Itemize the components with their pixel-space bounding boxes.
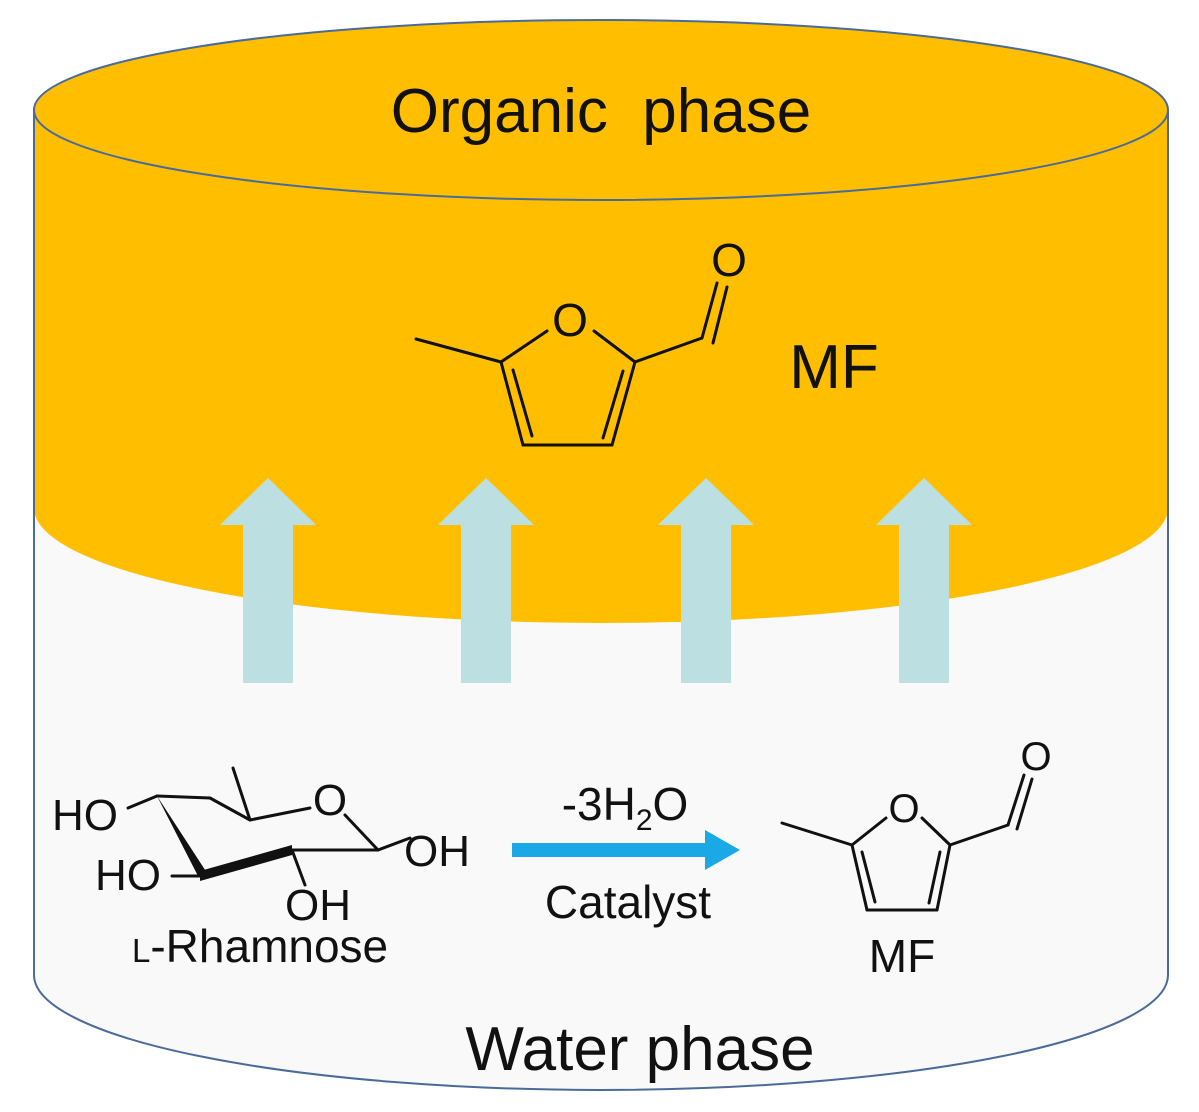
bond bbox=[601, 369, 625, 440]
bond bbox=[231, 766, 252, 822]
organic-phase-body bbox=[34, 110, 1168, 623]
bond bbox=[592, 329, 637, 364]
bond bbox=[935, 843, 952, 912]
rhamnose-name-prefix: L bbox=[132, 932, 150, 969]
bond bbox=[511, 368, 534, 438]
transfer-arrow bbox=[220, 478, 316, 683]
mf-molecule-water bbox=[780, 773, 1034, 912]
bond bbox=[126, 794, 159, 810]
bond bbox=[208, 796, 252, 822]
bond bbox=[610, 360, 637, 447]
bond bbox=[948, 823, 1010, 847]
rhamnose-name-rest: -Rhamnose bbox=[150, 920, 388, 972]
bond bbox=[850, 843, 869, 912]
bond bbox=[711, 285, 729, 345]
bond bbox=[290, 848, 307, 887]
rhamnose-name: L-Rhamnose bbox=[132, 920, 388, 972]
bond bbox=[343, 813, 380, 852]
reaction-condition-above: -3H2O bbox=[562, 778, 689, 837]
organic-phase-label: Organic phase bbox=[391, 77, 811, 146]
reaction-arrow bbox=[512, 830, 740, 870]
bond bbox=[850, 816, 888, 847]
rhamnose-oh-right: OH bbox=[404, 827, 470, 876]
rhamnose-ho-top: HO bbox=[52, 791, 118, 840]
bond bbox=[780, 821, 854, 847]
water-loss-suffix: O bbox=[653, 778, 689, 830]
bond bbox=[633, 336, 704, 364]
bond bbox=[860, 850, 877, 904]
organic-phase-top bbox=[33, 19, 1169, 201]
rhamnose-ring-oxygen: O bbox=[313, 776, 347, 825]
mf-organic-label: MF bbox=[789, 333, 879, 402]
bond bbox=[499, 329, 549, 364]
water-loss-subscript: 2 bbox=[636, 804, 653, 837]
bond bbox=[700, 281, 719, 340]
water-loss-prefix: -3H bbox=[562, 778, 636, 830]
mf-water-label: MF bbox=[869, 930, 935, 982]
transfer-arrow bbox=[876, 478, 972, 683]
mf-water-ring-oxygen: O bbox=[888, 787, 919, 831]
bond bbox=[376, 836, 412, 852]
bond bbox=[155, 794, 212, 800]
reaction-condition-below: Catalyst bbox=[545, 876, 711, 928]
bond bbox=[927, 850, 942, 905]
mf-organic-carbonyl-oxygen: O bbox=[711, 234, 747, 286]
rhamnose-ho-mid: HO bbox=[95, 851, 161, 900]
water-phase-label: Water phase bbox=[465, 1015, 814, 1084]
bond bbox=[414, 337, 503, 364]
mf-molecule-organic bbox=[414, 281, 729, 447]
rhamnose-molecule bbox=[126, 766, 412, 887]
mf-water-carbonyl-oxygen: O bbox=[1020, 735, 1051, 779]
reactor-cylinder bbox=[33, 19, 1169, 1091]
bond bbox=[248, 806, 312, 822]
bond bbox=[499, 360, 525, 447]
wedge-bond bbox=[200, 845, 292, 881]
rhamnose-oh-bottom: OH bbox=[285, 881, 351, 930]
transfer-arrow bbox=[438, 478, 534, 683]
bond bbox=[920, 816, 952, 847]
wedge-bond bbox=[157, 796, 209, 876]
transfer-arrows bbox=[220, 478, 972, 683]
bond bbox=[1006, 773, 1026, 827]
transfer-arrow bbox=[658, 478, 754, 683]
bond bbox=[1015, 777, 1034, 831]
mf-organic-ring-oxygen: O bbox=[552, 294, 588, 346]
